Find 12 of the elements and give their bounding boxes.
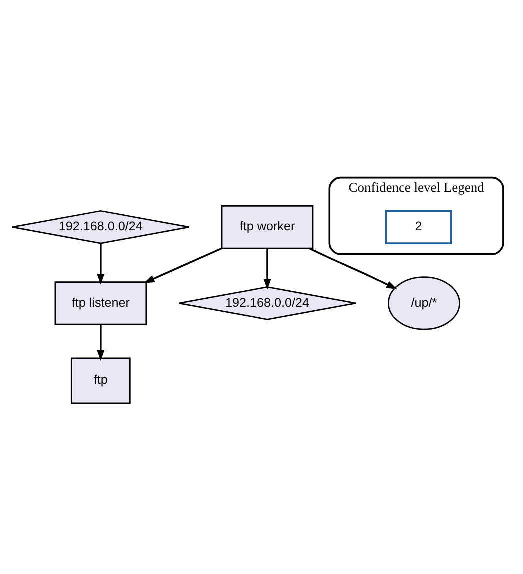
arrow [97, 244, 105, 285]
node-box: ftp listener [54, 282, 148, 326]
node-box: ftp worker [221, 206, 314, 250]
node-box: 2 [385, 210, 452, 244]
arrow [264, 248, 272, 290]
node-diamond: 192.168.0.0/24 [178, 286, 357, 320]
node-box: ftp [70, 358, 131, 404]
arrow [308, 248, 398, 290]
arrow [97, 324, 105, 362]
node-ellipse: /up/* [388, 276, 460, 330]
arrow [144, 248, 222, 284]
node-diamond: 192.168.0.0/24 [12, 210, 190, 244]
